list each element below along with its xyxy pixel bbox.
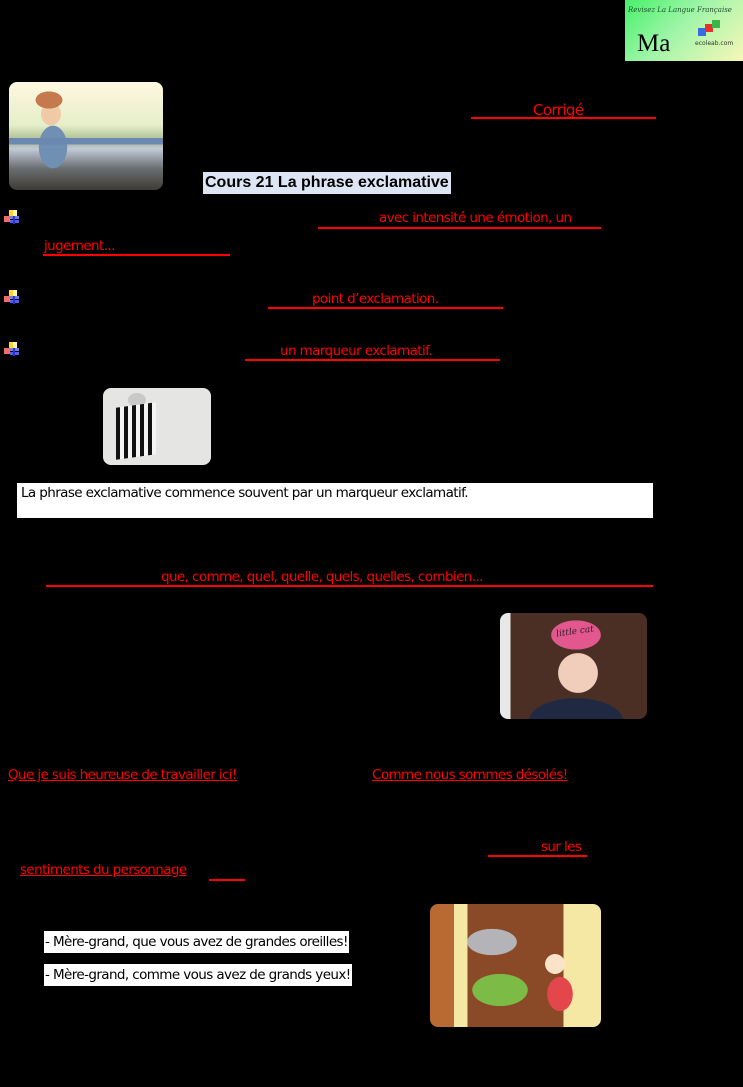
answer-underline xyxy=(318,227,601,229)
logo-site: ecoleab.com xyxy=(695,40,734,47)
wolf-and-little-red-riding-hood-illustration xyxy=(430,904,601,1027)
crying-girl-photo: little cat xyxy=(500,613,647,719)
answer-underline xyxy=(488,855,587,857)
answer-jugement: jugement... xyxy=(44,238,115,254)
logo-tagline: Revisez La Langue Française xyxy=(628,6,732,14)
answer-sur-les: sur les xyxy=(541,839,582,855)
rule-box: La phrase exclamative commence souvent p… xyxy=(17,483,653,518)
example-right: Comme nous sommes désolés! xyxy=(372,767,568,783)
corrige-label: Corrigé xyxy=(533,101,584,119)
answer-point-exclamation: point d’exclamation. xyxy=(312,291,439,307)
answer-underline xyxy=(43,254,230,256)
answer-emotion: avec intensité une émotion, un xyxy=(379,210,572,226)
rule-text: La phrase exclamative commence souvent p… xyxy=(21,485,469,501)
answer-underline xyxy=(245,359,500,361)
page-title: Cours 21 La phrase exclamative xyxy=(203,172,451,194)
answer-marqueur: un marqueur exclamatif. xyxy=(280,343,433,359)
example-left: Que je suis heureuse de travailler ici! xyxy=(8,767,237,783)
laughing-boy-photo xyxy=(9,82,163,190)
dialogue-line-1: - Mère-grand, que vous avez de grandes o… xyxy=(44,931,349,953)
answer-underline xyxy=(209,879,245,881)
logo-brand: Ma xyxy=(637,30,671,57)
bullet-squares-icon xyxy=(4,210,19,224)
site-logo: Revisez La Langue Française Ma ecoleab.c… xyxy=(625,0,743,61)
bullet-squares-icon xyxy=(4,290,19,304)
answer-markers-list: que, comme, quel, quelle, quels, quelles… xyxy=(161,569,483,585)
abc-blocks-icon xyxy=(698,20,720,36)
bullet-squares-icon xyxy=(4,342,19,356)
gift-box xyxy=(116,402,156,460)
answer-underline xyxy=(46,585,653,587)
answer-sentiments: sentiments du personnage xyxy=(20,862,187,878)
striped-gift-box-photo xyxy=(103,388,211,465)
corrige-underline xyxy=(471,117,656,119)
dialogue-line-2: - Mère-grand, comme vous avez de grands … xyxy=(44,964,352,986)
hat-text: little cat xyxy=(555,624,595,640)
answer-underline xyxy=(268,307,503,309)
